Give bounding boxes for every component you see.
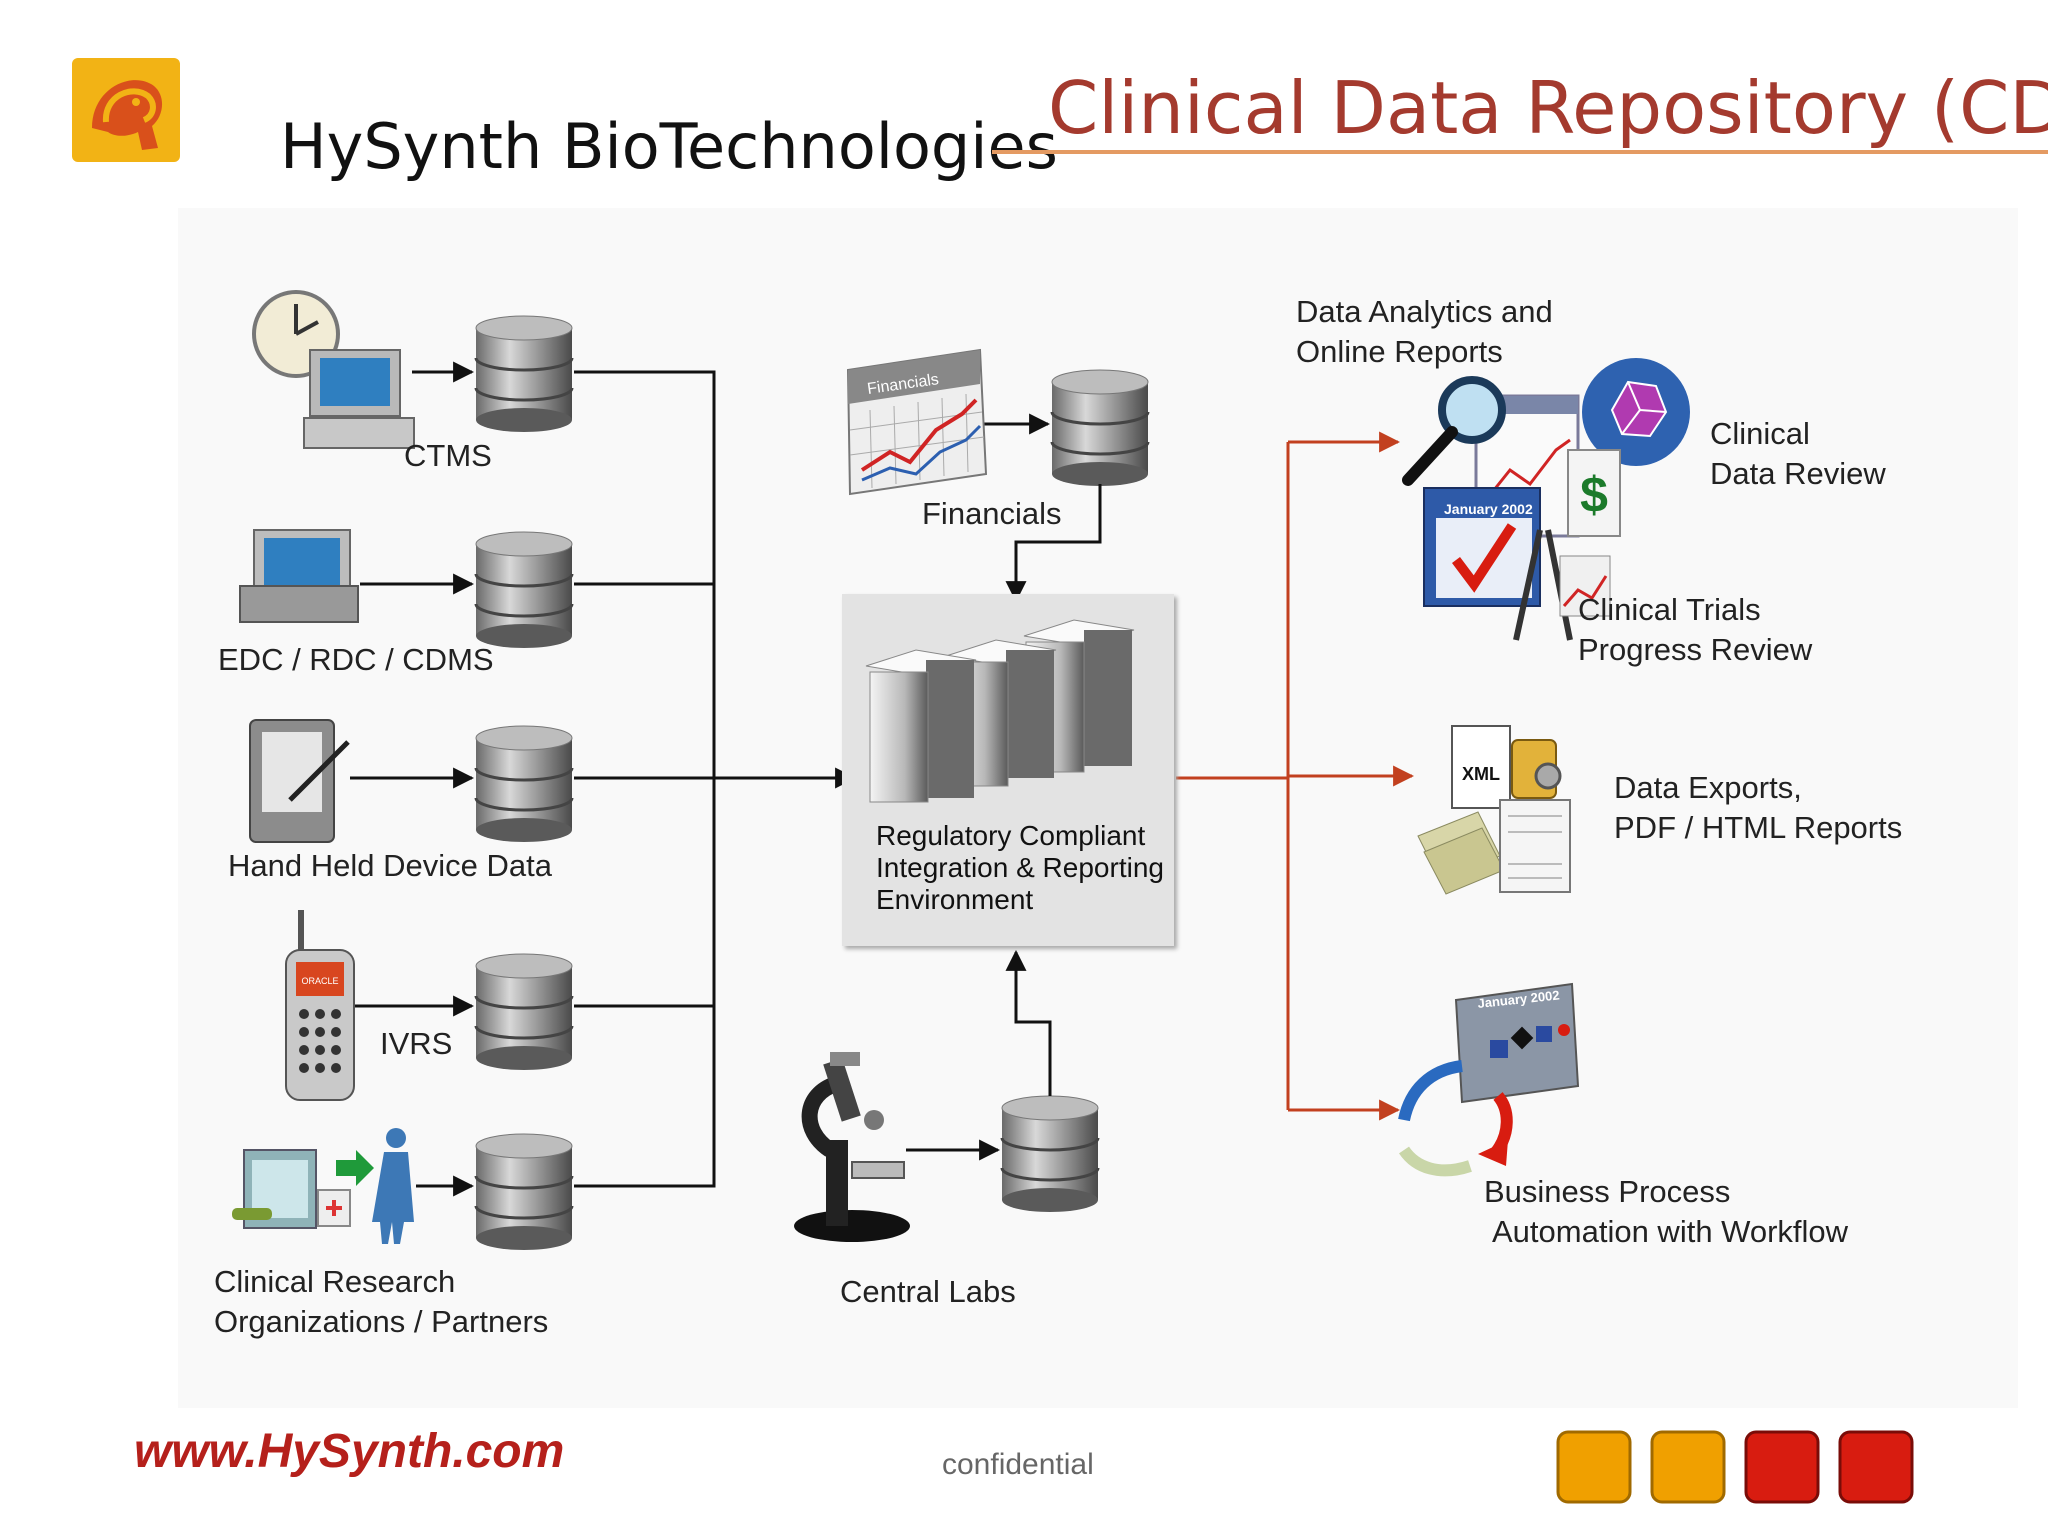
ivrs-phone-icon: ORACLE [285,910,355,1101]
title-underline [992,150,2048,154]
microscope-icon [794,1052,910,1242]
trials-review-line1: Clinical Trials [1578,592,1761,627]
trials-review-line2: Progress Review [1578,632,1813,667]
bpa-label: Business Process Automation with Workflo… [1484,1172,1848,1252]
input-connectors [350,361,1102,1197]
calendar-text-analytics: January 2002 [1444,501,1533,517]
cro-building-person-icon [232,1128,414,1244]
analytics-label: Data Analytics and Online Reports [1296,292,1553,372]
page-title: Clinical Data Repository (CDR) [1048,66,2048,150]
cro-label-line2: Organizations / Partners [214,1304,549,1339]
central-labs-database-icon [1000,1094,1100,1214]
data-exports-icon: XML [1417,725,1571,895]
cro-database-icon [474,1132,574,1252]
company-logo [72,58,180,162]
edc-database-icon [474,530,574,650]
ivrs-database-icon [474,952,574,1072]
handheld-device-icon [249,719,350,843]
financials-chart-icon: Financials [846,348,988,496]
ctms-database-icon [474,314,574,434]
central-labs-label: Central Labs [840,1274,1016,1309]
exports-label-line1: Data Exports, [1614,770,1802,805]
handheld-label: Hand Held Device Data [228,848,552,883]
edc-label: EDC / RDC / CDMS [218,642,494,677]
edc-computer-icon [239,529,359,623]
dollar-sign-text: $ [1580,467,1608,523]
hub-label: Regulatory Compliant Integration & Repor… [876,820,1164,916]
bpa-label-line2: Automation with Workflow [1492,1214,1849,1249]
ctms-label: CTMS [404,438,492,473]
website-link[interactable]: www.HySynth.com [134,1425,565,1478]
clinical-review-line2: Data Review [1710,456,1886,491]
trials-review-label: Clinical Trials Progress Review [1578,590,1812,670]
bpa-label-line1: Business Process [1484,1174,1731,1209]
workflow-automation-icon: January 2002 [1398,982,1580,1177]
analytics-reports-icon: January 2002 $ [1402,358,1690,641]
ivrs-label: IVRS [380,1026,453,1061]
output-connectors [1176,431,1415,1121]
phone-brand-text: ORACLE [301,976,338,986]
financials-label: Financials [922,496,1062,531]
horse-logo-icon [72,58,180,162]
xml-text: XML [1462,764,1500,784]
company-name: HySynth BioTechnologies [280,110,1058,183]
hub-label-line3: Environment [876,884,1034,915]
cro-label-line1: Clinical Research [214,1264,456,1299]
analytics-label-line2: Online Reports [1296,334,1503,369]
clinical-review-line1: Clinical [1710,416,1810,451]
analytics-label-line1: Data Analytics and [1296,294,1553,329]
exports-label-line2: PDF / HTML Reports [1614,810,1903,845]
financials-database-icon [1050,368,1150,488]
hub-label-line2: Integration & Reporting [876,852,1164,883]
confidential-label: confidential [942,1448,1094,1481]
handheld-database-icon [474,724,574,844]
cro-label: Clinical Research Organizations / Partne… [214,1262,548,1342]
hub-label-line1: Regulatory Compliant [876,820,1146,851]
footer-squares [1556,1430,1914,1504]
ctms-computer-icon [252,290,415,449]
clinical-review-label: Clinical Data Review [1710,414,1886,494]
exports-label: Data Exports, PDF / HTML Reports [1614,768,1902,848]
